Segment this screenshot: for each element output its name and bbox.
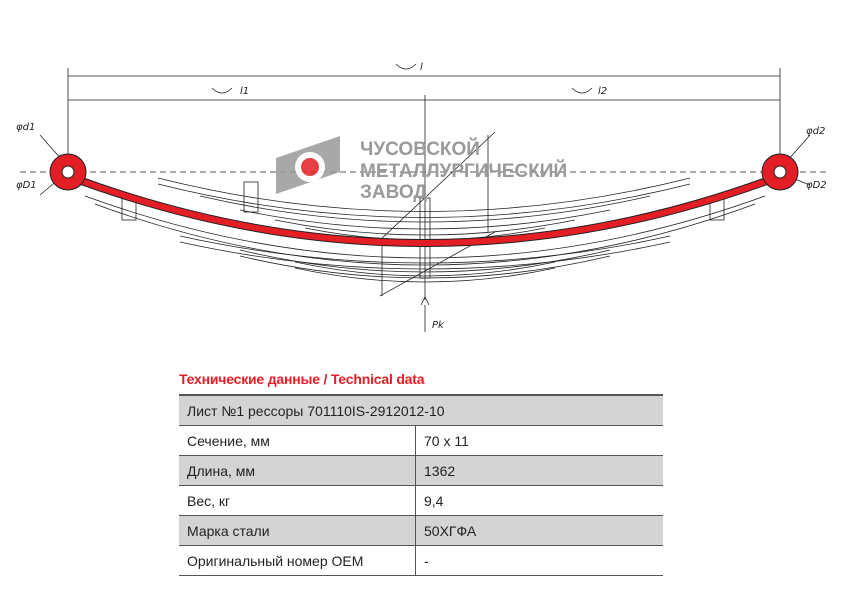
D2-label: φD2	[806, 180, 827, 191]
watermark-line3: ЗАВОД	[360, 182, 427, 203]
d2-label: φd2	[806, 126, 825, 137]
table-header-row: Лист №1 рессоры 701110IS-2912012-10	[179, 394, 663, 426]
row-value: 70 x 11	[415, 425, 663, 456]
row-label: Сечение, мм	[179, 425, 416, 456]
watermark-line1: ЧУСОВСКОЙ	[360, 138, 480, 160]
table-header: Лист №1 рессоры 701110IS-2912012-10	[179, 394, 663, 426]
table-title: Технические данные / Technical data	[179, 371, 425, 387]
watermark-line2: МЕТАЛЛУРГИЧЕСКИЙ	[360, 160, 567, 182]
D1-label: φD1	[16, 180, 37, 191]
d1-label: φd1	[16, 122, 35, 133]
row-label: Вес, кг	[179, 485, 416, 516]
table-row: Оригинальный номер OEM-	[179, 545, 663, 576]
watermark-logo	[276, 136, 340, 194]
dim-l2-label: l2	[598, 86, 607, 97]
load-label: Pk	[432, 320, 445, 331]
dim-l-label: l	[420, 62, 423, 73]
row-value: 9,4	[415, 485, 663, 516]
row-label: Марка стали	[179, 515, 416, 546]
row-value: 50ХГФА	[415, 515, 663, 546]
row-label: Длина, мм	[179, 455, 416, 486]
leaf-spring-drawing: l l1 l2 φd1 φD1 φd2 φD2 Pk ЧУСОВСКОЙ МЕТ…	[16, 62, 830, 332]
row-label: Оригинальный номер OEM	[179, 545, 416, 576]
technical-data-table: Лист №1 рессоры 701110IS-2912012-10 Сече…	[179, 394, 663, 576]
row-value: 1362	[415, 455, 663, 486]
row-value: -	[415, 545, 663, 576]
right-eye	[761, 153, 799, 191]
left-eye	[49, 153, 87, 191]
dim-l1-label: l1	[240, 86, 249, 97]
